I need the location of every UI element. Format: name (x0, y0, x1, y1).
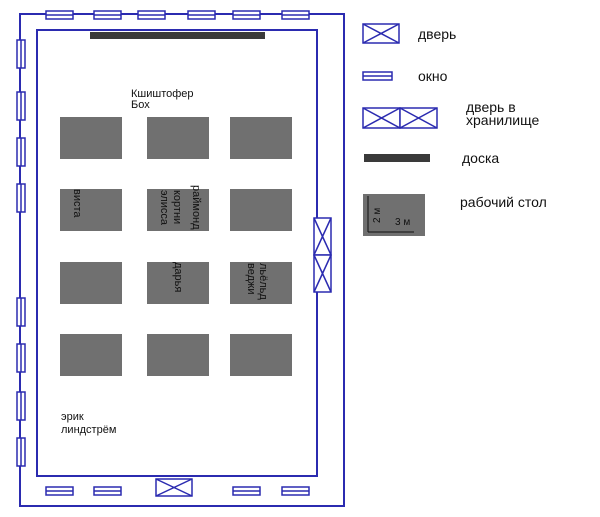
desk (230, 189, 292, 231)
desk (60, 334, 122, 376)
legend-board-icon (364, 154, 430, 162)
desk (60, 117, 122, 159)
window-icon (281, 10, 310, 20)
legend-storage-door-line2: хранилище (466, 112, 539, 128)
student-elissa: элисса (158, 190, 170, 226)
window-icon (16, 183, 26, 213)
student-lyoldy: льёльд (257, 263, 269, 300)
window-icon (232, 10, 261, 20)
desk (147, 189, 209, 231)
window-icon (16, 137, 26, 167)
door-cross-icon (313, 254, 332, 293)
desk (60, 189, 122, 231)
window-icon (16, 343, 26, 373)
window-icon (16, 39, 26, 69)
desks (60, 117, 292, 376)
legend-window-label: окно (418, 68, 448, 84)
student-vista: виста (71, 189, 83, 218)
window-icon (93, 486, 122, 496)
legend-desk-height: 2 м (372, 208, 383, 223)
window-icon (16, 297, 26, 327)
legend-door-label: дверь (418, 26, 456, 42)
legend: дверь окно дверь в хранилище доска 2 м 3… (362, 23, 547, 236)
legend-board-label: доска (462, 150, 499, 166)
legend-door-icon (362, 23, 400, 44)
window-icon (45, 10, 74, 20)
student-darya: дарья (172, 262, 184, 292)
desk (147, 334, 209, 376)
windows-left (16, 39, 26, 467)
blackboard (90, 32, 265, 39)
student-erik-line2: линдстрём (61, 424, 116, 436)
window-icon (232, 486, 261, 496)
outer-wall (19, 13, 345, 507)
legend-desk-icon (363, 194, 425, 236)
window-icon (281, 486, 310, 496)
teacher-name-line1: Кшиштофер (131, 88, 194, 100)
windows-top (45, 10, 310, 20)
desk (230, 117, 292, 159)
window-icon (137, 10, 166, 20)
window-icon (93, 10, 122, 20)
desk (147, 262, 209, 304)
window-icon (45, 486, 74, 496)
window-icon (187, 10, 216, 20)
student-erik-line1: эрик (61, 411, 84, 423)
desk (230, 262, 292, 304)
student-vedzhi: веджи (245, 263, 257, 295)
desk (147, 117, 209, 159)
door-bottom (155, 478, 193, 497)
desk (230, 334, 292, 376)
door-cross-icon (313, 217, 332, 256)
storage-door-right (313, 217, 332, 293)
legend-desk-label: рабочий стол (460, 194, 547, 210)
window-icon (16, 391, 26, 421)
student-raymond: раймонд (190, 185, 202, 230)
legend-desk-width: 3 м (395, 217, 410, 228)
window-icon (16, 437, 26, 467)
legend-storage-door-icon (362, 107, 438, 129)
desk (60, 262, 122, 304)
student-kortni: кортни (171, 190, 183, 224)
teacher-name-line2: Бох (131, 99, 150, 111)
windows-bottom (45, 486, 310, 496)
window-icon (16, 91, 26, 121)
legend-window-icon (362, 71, 393, 81)
legend-storage-door-line1: дверь в (466, 99, 516, 115)
